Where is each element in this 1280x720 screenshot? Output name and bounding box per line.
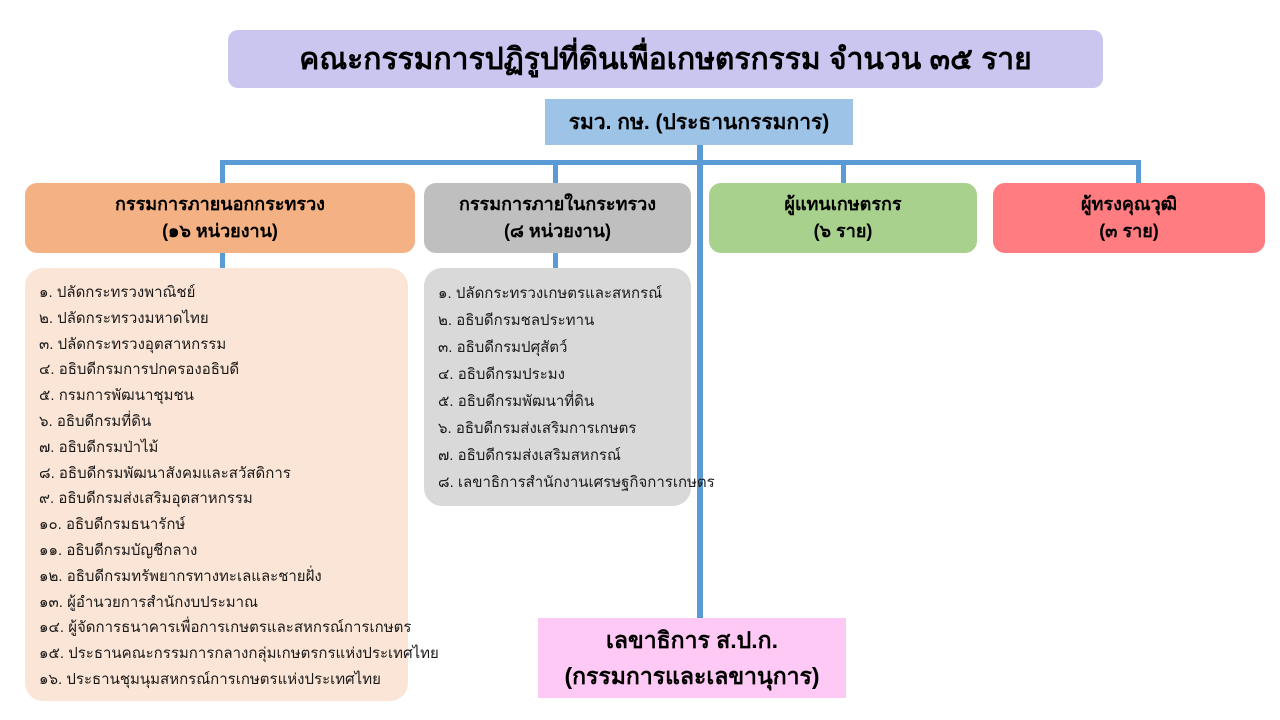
- list-item: ๓. อธิบดีกรมปศุสัตว์: [438, 339, 568, 356]
- secretary-role: (กรรมการและเลขานุการ): [564, 663, 820, 689]
- list-item: ๑๔. ผู้จัดการธนาคารเพื่อการเกษตรและสหกรณ…: [39, 619, 412, 637]
- group-node-external: กรรมการภายนอกกระทรวง (๑๖ หน่วยงาน): [25, 183, 415, 253]
- list-item: ๗. อธิบดีกรมป่าไม้: [39, 438, 159, 456]
- list-item: ๑๐. อธิบดีกรมธนารักษ์: [39, 516, 186, 534]
- group-count: (๘ หน่วยงาน): [504, 221, 611, 241]
- secretary-title: เลขาธิการ ส.ป.ก.: [606, 627, 778, 653]
- list-item: ๑๒. อธิบดีกรมทรัพยากรทางทะเลและชายฝั่ง: [39, 567, 322, 585]
- connector-stub-internal-list: [553, 253, 558, 268]
- list-item: ๘. เลขาธิการสำนักงานเศรษฐกิจการเกษตร: [438, 474, 715, 491]
- group-count: (๓ ราย): [1099, 221, 1159, 241]
- group-name: ผู้ทรงคุณวุฒิ: [1081, 194, 1177, 214]
- chairman-node: รมว. กษ. (ประธานกรรมการ): [545, 99, 853, 145]
- secretary-node: เลขาธิการ ส.ป.ก. (กรรมการและเลขานุการ): [538, 618, 846, 698]
- group-node-farmers: ผู้แทนเกษตรกร (๖ ราย): [709, 183, 977, 253]
- group-count: (๖ ราย): [813, 221, 873, 241]
- list-item: ๕. กรมการพัฒนาชุมชน: [39, 387, 194, 405]
- list-item: ๔. อธิบดีกรมประมง: [438, 366, 565, 383]
- list-item: ๑. ปลัดกระทรวงพาณิชย์: [39, 284, 196, 301]
- list-item: ๒. ปลัดกระทรวงมหาดไทย: [39, 309, 209, 327]
- member-list-external: ๑. ปลัดกระทรวงพาณิชย์ ๒. ปลัดกระทรวงมหาด…: [25, 268, 439, 701]
- connector-drop-external: [220, 160, 225, 183]
- list-item: ๑๕. ประธานคณะกรรมการกลางกลุ่มเกษตรกรแห่ง…: [39, 645, 439, 663]
- list-item: ๕. อธิบดีกรมพัฒนาที่ดิน: [438, 393, 595, 410]
- list-item: ๘. อธิบดีกรมพัฒนาสังคมและสวัสดิการ: [39, 464, 291, 482]
- member-list: ๑. ปลัดกระทรวงพาณิชย์ ๒. ปลัดกระทรวงมหาด…: [39, 280, 439, 693]
- list-item: ๙. อธิบดีกรมส่งเสริมอุตสาหกรรม: [39, 490, 253, 508]
- connector-center-vertical: [697, 145, 703, 618]
- diagram-title-text: คณะกรรมการปฏิรูปที่ดินเพื่อเกษตรกรรม จำน…: [299, 42, 1032, 76]
- member-list-internal: ๑. ปลัดกระทรวงเกษตรและสหกรณ์ ๒. อธิบดีกร…: [424, 268, 715, 506]
- connector-drop-internal: [553, 160, 558, 183]
- connector-horizontal: [220, 160, 1141, 165]
- list-item: ๗. อธิบดีกรมส่งเสริมสหกรณ์: [438, 447, 621, 464]
- chairman-label: รมว. กษ. (ประธานกรรมการ): [568, 110, 830, 134]
- group-name: กรรมการภายในกระทรวง: [458, 194, 657, 214]
- member-list: ๑. ปลัดกระทรวงเกษตรและสหกรณ์ ๒. อธิบดีกร…: [438, 280, 715, 496]
- group-name: กรรมการภายนอกกระทรวง: [115, 194, 325, 214]
- connector-stub-external-list: [220, 253, 225, 268]
- list-item: ๔. อธิบดีกรมการปกครองอธิบดี: [39, 361, 240, 379]
- group-node-experts: ผู้ทรงคุณวุฒิ (๓ ราย): [993, 183, 1265, 253]
- connector-drop-experts: [1136, 160, 1141, 183]
- list-item: ๑๑. อธิบดีกรมบัญชีกลาง: [39, 541, 198, 559]
- list-item: ๖. อธิบดีกรมที่ดิน: [39, 412, 152, 430]
- list-item: ๑. ปลัดกระทรวงเกษตรและสหกรณ์: [438, 285, 663, 302]
- list-item: ๒. อธิบดีกรมชลประทาน: [438, 312, 595, 329]
- diagram-title: คณะกรรมการปฏิรูปที่ดินเพื่อเกษตรกรรม จำน…: [228, 30, 1103, 88]
- list-item: ๑๓. ผู้อำนวยการสำนักงบประมาณ: [39, 593, 258, 611]
- group-node-internal: กรรมการภายในกระทรวง (๘ หน่วยงาน): [424, 183, 691, 253]
- group-count: (๑๖ หน่วยงาน): [162, 221, 278, 241]
- list-item: ๓. ปลัดกระทรวงอุตสาหกรรม: [39, 335, 227, 353]
- connector-drop-farmers: [841, 160, 846, 183]
- group-name: ผู้แทนเกษตรกร: [784, 194, 902, 214]
- list-item: ๖. อธิบดีกรมส่งเสริมการเกษตร: [438, 420, 637, 437]
- list-item: ๑๖. ประธานชุมนุมสหกรณ์การเกษตรแห่งประเทศ…: [39, 670, 381, 688]
